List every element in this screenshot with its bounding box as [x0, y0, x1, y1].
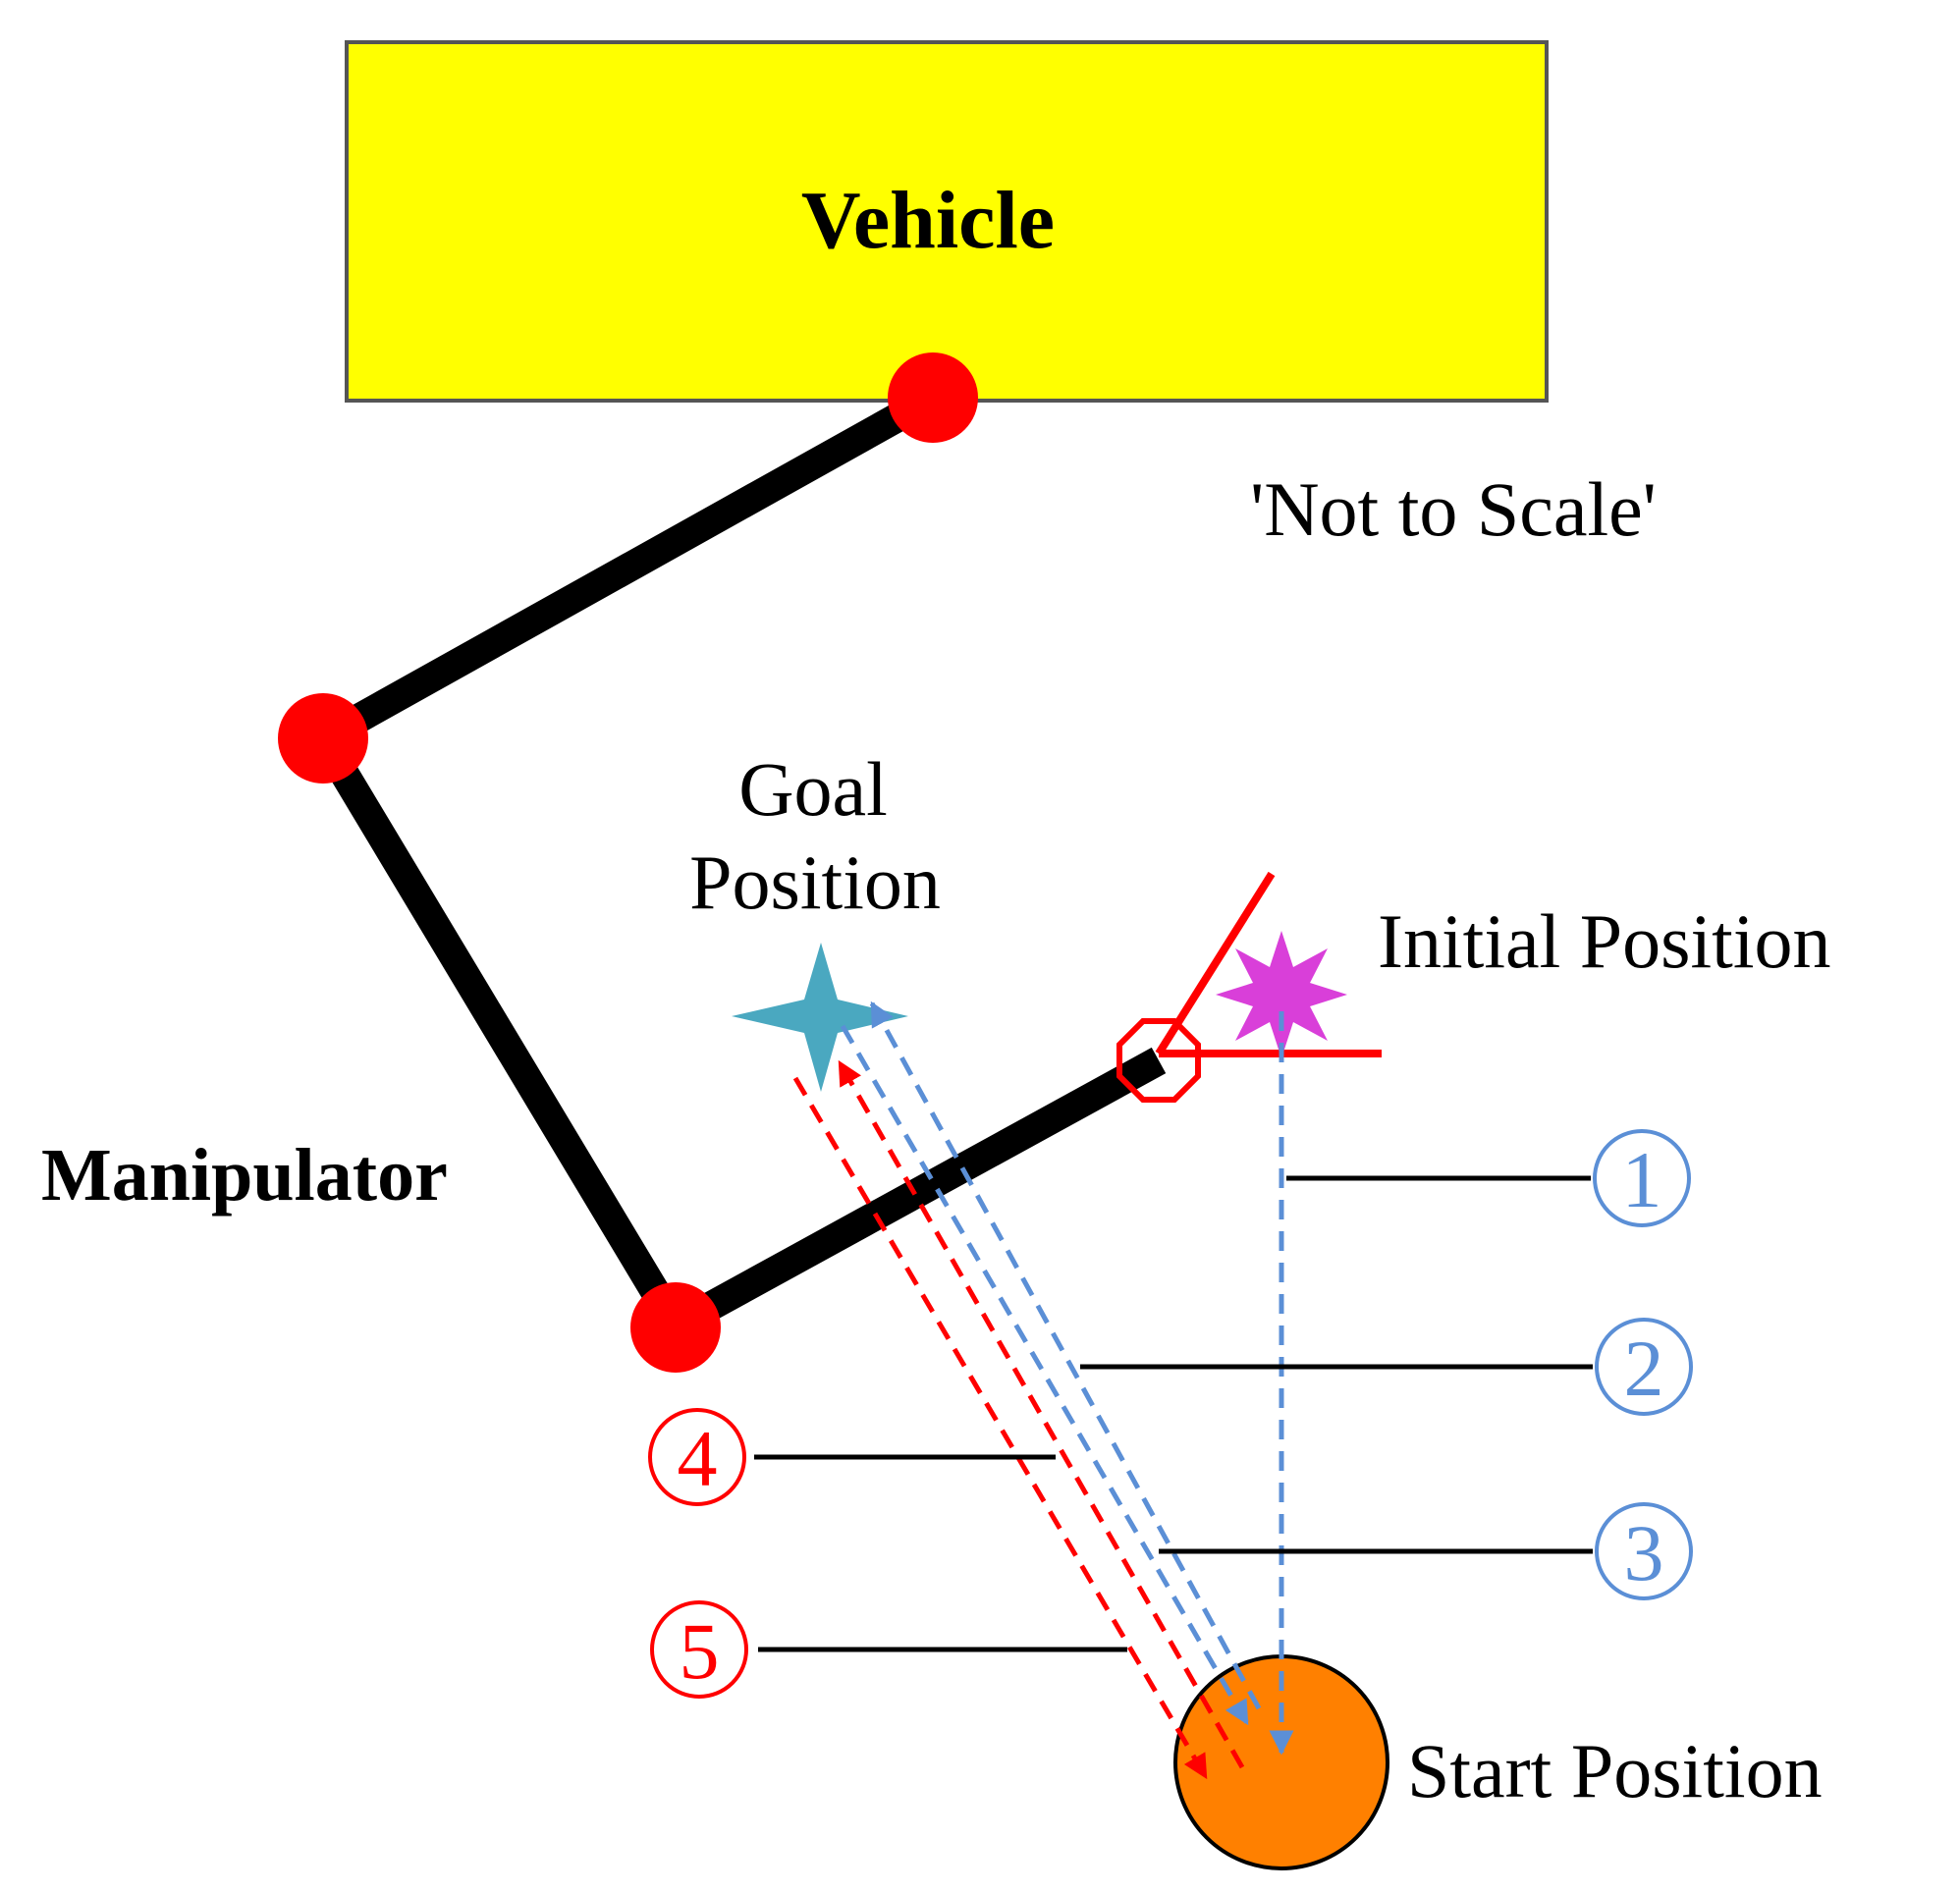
goal-position-label-line1: Goal	[738, 746, 888, 832]
step-badge-1: 1	[1593, 1129, 1691, 1227]
joint-dot-icon	[630, 1282, 721, 1373]
not-to-scale-note: 'Not to Scale'	[1250, 466, 1657, 552]
manipulator	[278, 352, 1167, 1373]
badge-number: 2	[1624, 1324, 1664, 1413]
frame-axis-y	[1155, 871, 1276, 1056]
badge-circle	[648, 1408, 746, 1506]
step-badge-5: 5	[650, 1600, 748, 1699]
leader-lines	[754, 1175, 1593, 1652]
joint-dot-icon	[278, 693, 368, 784]
joint-dot-icon	[888, 352, 978, 443]
path-step-2	[869, 1001, 1262, 1710]
path-step-3	[840, 1024, 1250, 1726]
start-position-label: Start Position	[1407, 1728, 1823, 1813]
octagon-icon	[1116, 1018, 1201, 1103]
four-point-star-icon	[732, 943, 908, 1092]
end-effector	[1116, 871, 1382, 1103]
goal-position-label-line2: Position	[689, 839, 941, 925]
manipulator-link-2	[310, 730, 688, 1333]
initial-position-marker	[1216, 931, 1347, 1058]
step-badge-2: 2	[1595, 1318, 1693, 1416]
initial-position-label: Initial Position	[1378, 898, 1831, 984]
badge-circle	[650, 1600, 748, 1699]
vehicle: Vehicle	[345, 40, 1549, 403]
badge-circle	[1593, 1129, 1691, 1227]
vehicle-body	[345, 40, 1549, 403]
badge-number: 5	[680, 1606, 720, 1696]
goal-position-marker	[732, 943, 908, 1092]
badge-number: 3	[1624, 1508, 1664, 1597]
badge-circle	[1595, 1502, 1693, 1600]
badge-circle	[1595, 1318, 1693, 1416]
eight-point-star-icon	[1216, 931, 1347, 1058]
badge-number: 4	[678, 1414, 718, 1503]
path-step-5	[792, 1076, 1209, 1780]
vehicle-label: Vehicle	[801, 175, 1055, 266]
manipulator-link-1	[315, 384, 941, 752]
step-badge-3: 3	[1595, 1502, 1693, 1600]
step-badge-4: 4	[648, 1408, 746, 1506]
manipulator-link-3	[668, 1047, 1167, 1339]
badge-number: 1	[1622, 1135, 1662, 1224]
manipulator-label: Manipulator	[41, 1134, 448, 1217]
path-step-4	[837, 1059, 1245, 1769]
